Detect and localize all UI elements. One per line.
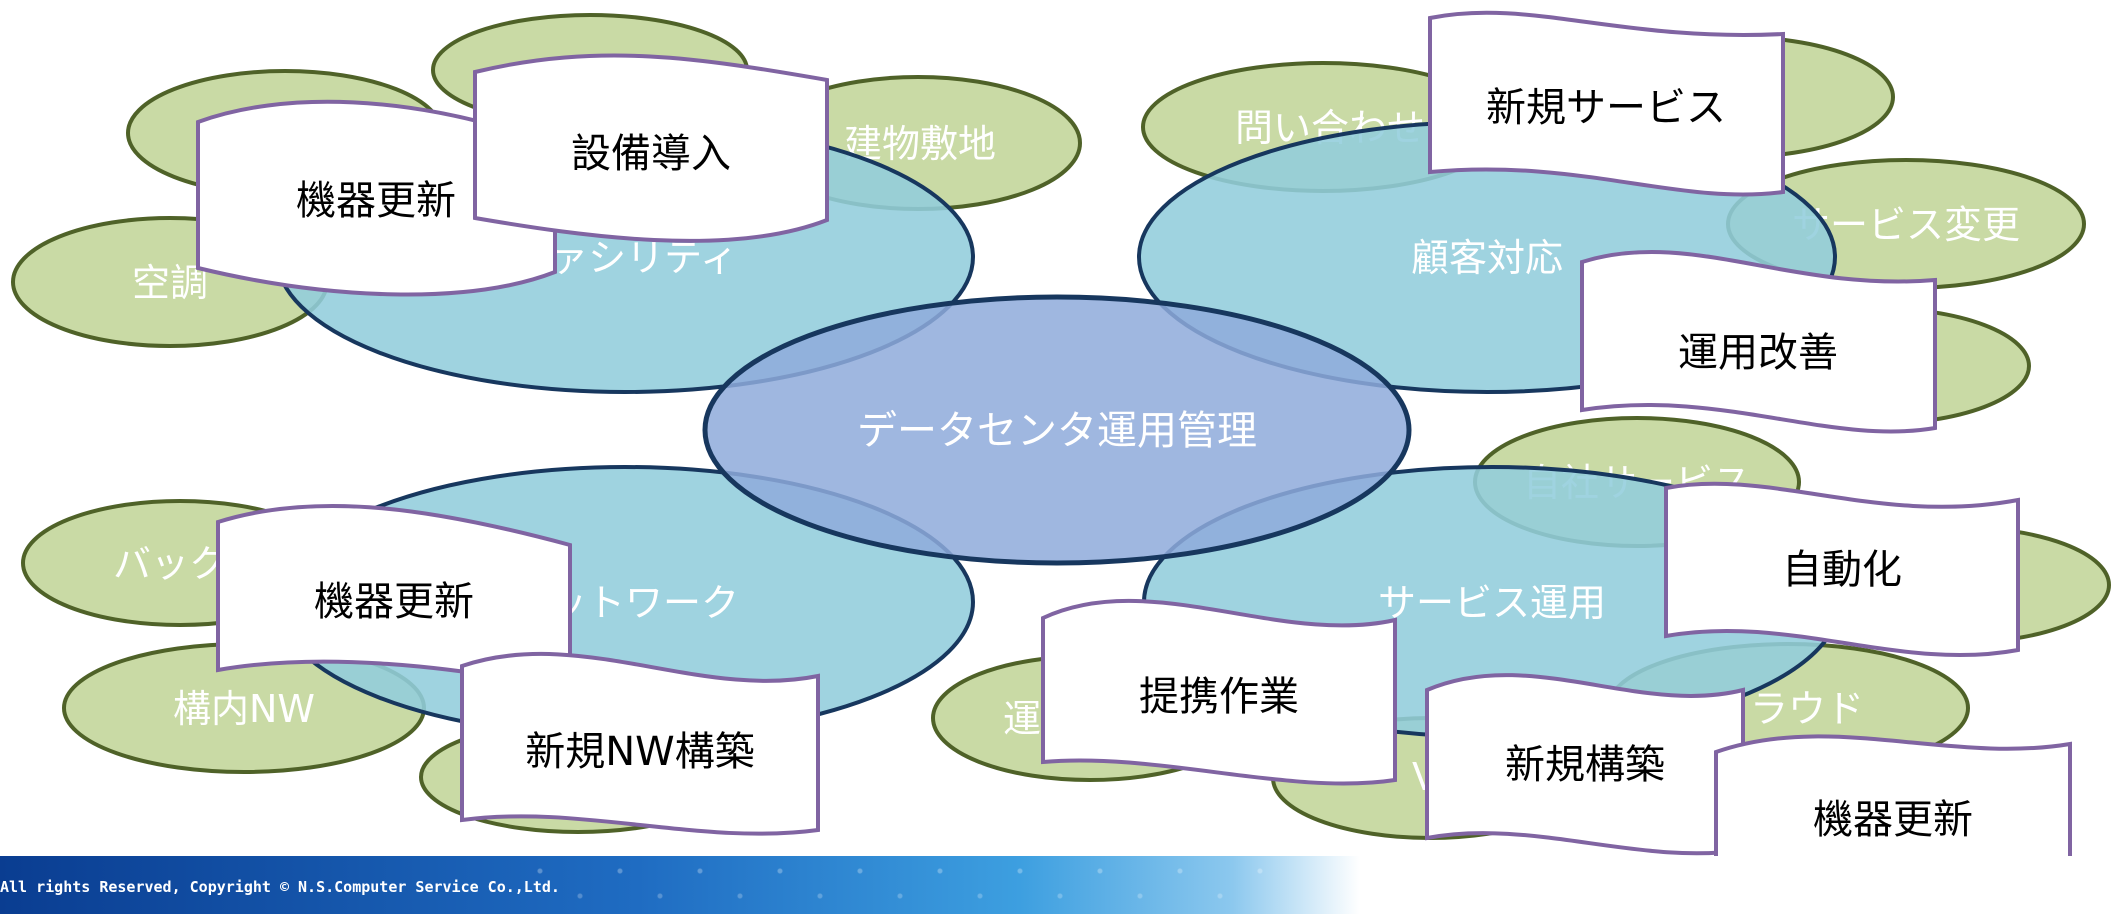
leaf-label-backbone: バック	[113, 542, 227, 586]
footer-circuit-pattern	[520, 856, 1280, 914]
banner-label-customer-new-service: 新規サービス	[1486, 85, 1726, 131]
banner-service-automation	[1664, 481, 2020, 658]
banner-label-network-equipment-update: 機器更新	[314, 579, 474, 625]
copyright-text: All rights Reserved, Copyright © N.S.Com…	[0, 878, 560, 896]
quadrant-label-service: サービス運用	[1378, 581, 1606, 625]
banner-network-equipment-update	[216, 503, 572, 693]
leaf-label-ops: 運	[1003, 697, 1041, 741]
banner-service-equipment-update	[1714, 734, 2072, 856]
banner-label-customer-ops-improvement: 運用改善	[1678, 330, 1838, 376]
banner-label-service-partner-work: 提携作業	[1139, 674, 1299, 720]
banner-customer-new-service	[1428, 10, 1785, 197]
banner-label-facility-equipment-install: 設備導入	[571, 131, 731, 177]
banner-network-new-nw	[460, 651, 820, 836]
banner-facility-equipment-install	[473, 53, 829, 243]
banner-label-facility-equipment-update: 機器更新	[296, 178, 456, 224]
leaf-label-building: 建物敷地	[844, 122, 996, 166]
banner-customer-ops-improvement	[1580, 249, 1937, 434]
banner-service-partner-work	[1041, 598, 1397, 786]
banner-facility-equipment-update	[196, 99, 557, 297]
center-bubble	[702, 294, 1412, 566]
quadrant-label-customer: 顧客対応	[1411, 236, 1563, 280]
banner-label-service-new-build: 新規構築	[1505, 742, 1665, 788]
banner-label-service-equipment-update: 機器更新	[1813, 797, 1973, 843]
banner-label-service-automation: 自動化	[1782, 547, 1902, 593]
leaf-label-campus-nw: 構内NW	[173, 687, 315, 731]
banner-label-network-new-nw: 新規NW構築	[525, 729, 754, 775]
footer-bar: All rights Reserved, Copyright © N.S.Com…	[0, 856, 2125, 914]
leaf-label-aircon: 空調	[132, 261, 208, 305]
center-label: データセンタ運用管理	[857, 408, 1257, 454]
